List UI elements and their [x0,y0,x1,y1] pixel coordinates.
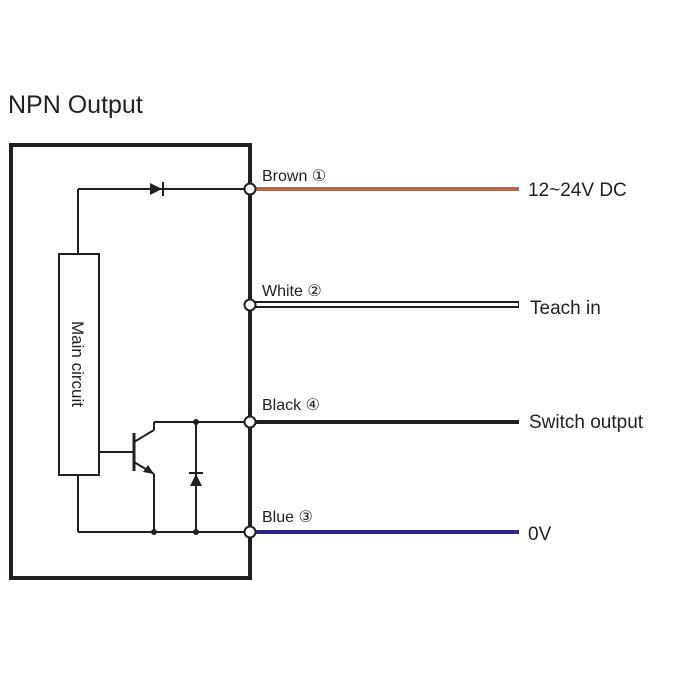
wire-label-black: Black ④ [262,397,320,414]
main-circuit-label: Main circuit [68,321,87,407]
wire-label-blue: Blue ③ [262,509,313,526]
junction-dot [151,529,157,535]
end-label-switch-output: Switch output [529,412,644,433]
end-label-teach-in: Teach in [530,298,601,319]
end-label-0v: 0V [528,524,552,545]
main-circuit-block [58,253,100,476]
sensor-housing [9,143,252,580]
wire-label-white: White ② [262,283,322,300]
terminal-brown [243,182,257,196]
wire-label-brown: Brown ① [262,168,326,185]
junction-dot [193,529,199,535]
end-label-supply: 12~24V DC [528,180,627,201]
supply-diode-icon [150,182,164,196]
protection-diode-icon [189,422,203,532]
terminal-blue [243,525,257,539]
white-wire [250,301,519,308]
diagram-title: NPN Output [8,91,143,119]
terminal-black [243,415,257,429]
terminal-white [243,298,257,312]
junction-dot [193,419,199,425]
npn-transistor-icon [99,422,155,532]
